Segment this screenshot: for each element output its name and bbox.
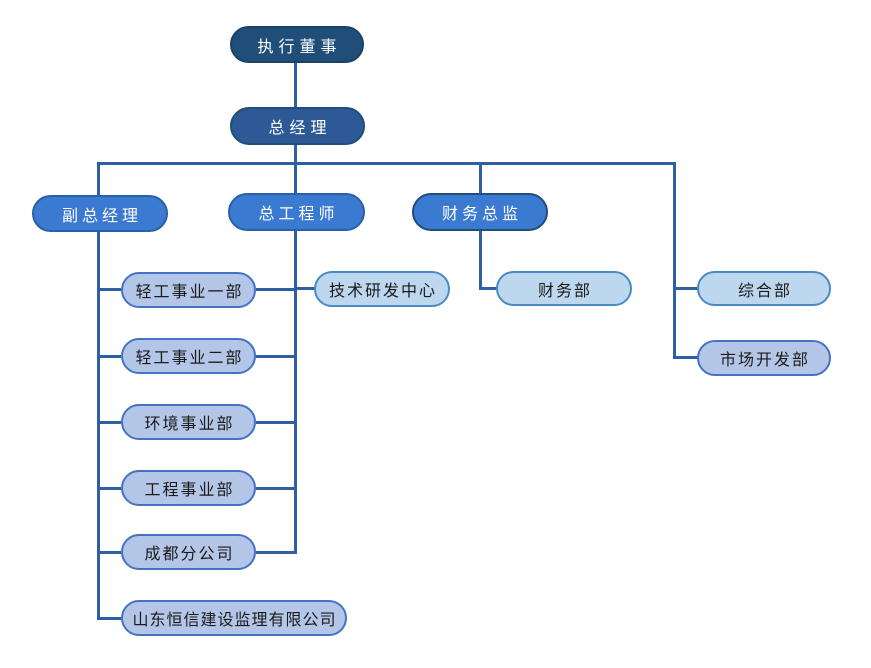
- org-node-chengdu-branch: 成都分公司: [121, 534, 256, 570]
- org-node-general-affairs-department: 综合部: [697, 271, 831, 306]
- connector-stub: [97, 421, 121, 424]
- connector-stub: [97, 288, 121, 291]
- connector-stub: [673, 287, 700, 290]
- connector-stub: [256, 421, 297, 424]
- org-node-environment-division: 环境事业部: [121, 404, 256, 440]
- org-node-light-industry-division-2: 轻工事业二部: [121, 338, 256, 374]
- connector-stub: [479, 287, 499, 290]
- connector-stub: [97, 355, 121, 358]
- connector-line-main-horizontal: [97, 162, 676, 165]
- org-node-tech-rd-center: 技术研发中心: [314, 271, 450, 307]
- org-node-finance-director: 财务总监: [412, 193, 548, 231]
- connector-line-left-vertical: [97, 162, 100, 619]
- org-node-general-manager: 总经理: [230, 107, 365, 145]
- org-node-light-industry-division-1: 轻工事业一部: [121, 272, 256, 308]
- connector-stub: [97, 617, 121, 620]
- connector-stub: [294, 287, 317, 290]
- org-node-chief-engineer: 总工程师: [228, 193, 365, 231]
- connector-stub: [97, 487, 121, 490]
- connector-line-gm-trunk: [294, 144, 297, 165]
- org-node-engineering-division: 工程事业部: [121, 470, 256, 506]
- connector-stub: [256, 288, 297, 291]
- connector-stub: [673, 356, 700, 359]
- connector-line-exec-gm: [294, 62, 297, 109]
- connector-stub: [256, 551, 297, 554]
- connector-stub: [256, 355, 297, 358]
- org-node-market-development-department: 市场开发部: [697, 340, 831, 376]
- org-node-executive-director: 执行董事: [230, 26, 364, 63]
- org-node-finance-department: 财务部: [496, 271, 632, 306]
- org-node-deputy-general-manager: 副总经理: [32, 195, 168, 232]
- connector-stub: [97, 551, 121, 554]
- connector-stub: [256, 487, 297, 490]
- org-node-shandong-hengxin-company: 山东恒信建设监理有限公司: [121, 600, 347, 636]
- connector-line-right-vertical: [673, 162, 676, 359]
